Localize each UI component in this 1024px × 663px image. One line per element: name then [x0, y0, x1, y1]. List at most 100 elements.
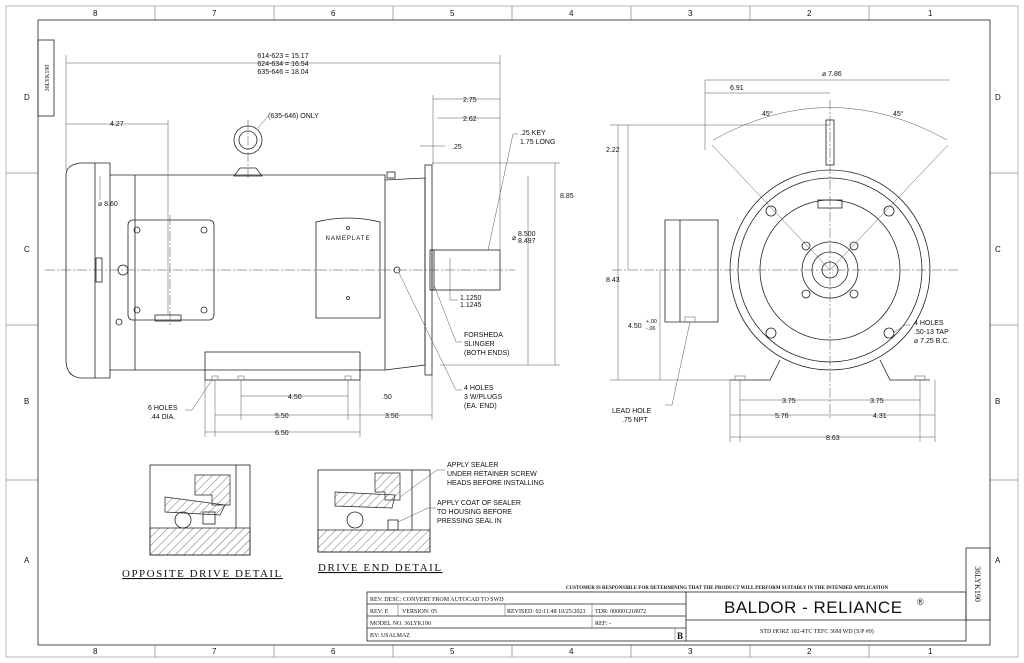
feet-holes-note: 6 HOLES — [148, 405, 178, 412]
version: VERSION: 05 — [402, 609, 437, 615]
pilot-dia: 8.497 — [518, 238, 536, 245]
dim-0-50: .50 — [382, 394, 392, 401]
product-description: STD HORZ 182-4TC TEFC 36M WD (S/P #9) — [760, 628, 874, 635]
slinger-note: SLINGER — [464, 341, 495, 348]
angle-right: 45° — [893, 110, 904, 118]
ref: REF: - — [595, 621, 611, 627]
sealer-note: APPLY SEALER — [447, 462, 499, 469]
zone-col: 2 — [807, 647, 812, 656]
dim-4-50: 4.50 — [288, 394, 302, 401]
sealer-note: HEADS BEFORE INSTALLING — [447, 480, 544, 487]
side-model-label-bottom: 36LYK190 — [973, 566, 982, 602]
key-note: 1.75 LONG — [520, 139, 555, 146]
tap-note: .50-13 TAP — [914, 329, 949, 336]
zone-labels-bottom: 8 7 6 5 4 3 2 1 — [93, 647, 933, 656]
title-block: CUSTOMER IS RESPONSIBLE FOR DETERMINING … — [366, 586, 967, 642]
dim-0-25: .25 — [452, 144, 462, 151]
holes-note: 4 HOLES — [464, 385, 494, 392]
holes-note: (EA. END) — [464, 403, 497, 410]
dim-4-50-end: 4.50 — [628, 323, 642, 330]
zone-col: 3 — [688, 647, 693, 656]
zone-col: 5 — [450, 9, 455, 18]
dim-5-76: 5.76 — [775, 413, 789, 420]
zone-row: A — [24, 556, 30, 565]
overall-length-dim: 624-634 = 16.54 — [257, 61, 308, 68]
dim-5-50: 5.50 — [275, 413, 289, 420]
dim-3-75: 3.75 — [870, 398, 884, 405]
dia-7-86: ⌀ 7.86 — [822, 71, 842, 78]
coat-note: PRESSING SEAL IN — [437, 518, 502, 525]
zone-col: 4 — [569, 9, 574, 18]
registered-mark: ® — [917, 597, 924, 607]
brand-logo-text: BALDOR - RELIANCE — [724, 598, 903, 617]
zone-row: C — [24, 245, 30, 254]
zone-col: 3 — [688, 9, 693, 18]
zone-col: 2 — [807, 9, 812, 18]
holes-note: 3 W/PLUGS — [464, 394, 502, 401]
lead-hole-note: LEAD HOLE — [612, 408, 652, 415]
dim-8-63: 8.63 — [826, 435, 840, 442]
feet-holes-note: .44 DIA. — [150, 414, 175, 421]
drive-end-detail: APPLY SEALER UNDER RETAINER SCREW HEADS … — [317, 462, 544, 574]
zone-col: 7 — [212, 9, 217, 18]
zone-row: B — [995, 397, 1000, 406]
coat-note: TO HOUSING BEFORE — [437, 509, 512, 516]
side-view-dimensions: 614-623 = 15.17 624-634 = 16.54 635-646 … — [65, 53, 574, 437]
rev: REV: E — [370, 609, 389, 615]
zone-col: 4 — [569, 647, 574, 656]
slinger-note: (BOTH ENDS) — [464, 350, 510, 357]
zone-col: 1 — [928, 9, 933, 18]
dim-8-85: 8.85 — [560, 193, 574, 200]
eyebolt-note: (635-646) ONLY — [268, 113, 319, 120]
dim-6-91: 6.91 — [730, 85, 744, 92]
overall-length-dim: 635-646 = 18.04 — [257, 69, 308, 76]
angle-left: 45° — [762, 110, 773, 118]
zone-col: 8 — [93, 647, 98, 656]
opposite-drive-title: OPPOSITE DRIVE DETAIL — [122, 568, 283, 580]
tolerance: -.06 — [646, 326, 655, 332]
dim-3-50: 3.50 — [385, 413, 399, 420]
tolerance: +.00 — [646, 319, 657, 325]
tap-note: ⌀ 7.25 B.C. — [914, 338, 949, 345]
zone-col: 8 — [93, 9, 98, 18]
shaft-dia: 1.1250 — [460, 295, 482, 302]
dim-6-50: 6.50 — [275, 430, 289, 437]
dim-2-62: 2.62 — [463, 116, 477, 123]
side-model-label: 36LYK190 — [45, 65, 51, 92]
dim-4-31: 4.31 — [873, 413, 887, 420]
dia-symbol: ⌀ — [512, 235, 516, 242]
zone-row: C — [995, 245, 1001, 254]
nameplate — [315, 217, 381, 319]
coat-note: APPLY COAT OF SEALER — [437, 500, 521, 507]
dia-8-60: ⌀ 8.60 — [98, 201, 118, 208]
lead-hole-note: .75 NPT — [622, 417, 648, 424]
motor-end-view — [612, 100, 960, 420]
dim-2-22: 2.22 — [606, 147, 620, 154]
tap-note: 4 HOLES — [914, 320, 944, 327]
disclaimer: CUSTOMER IS RESPONSIBLE FOR DETERMINING … — [566, 586, 888, 591]
end-view-dimensions: ⌀ 7.86 6.91 45° 45° 2.22 8.43 4.50 +.00 … — [606, 71, 950, 442]
sealer-note: UNDER RETAINER SCREW — [447, 471, 537, 478]
zone-labels-side: D C B A D C B A — [24, 93, 1001, 565]
zone-row: A — [995, 556, 1001, 565]
drawing-size: B — [677, 631, 683, 641]
nameplate-label: NAMEPLATE — [326, 236, 371, 242]
revised-date: REVISED: 02:11:48 10/25/2023 — [507, 609, 585, 615]
drive-end-title: DRIVE END DETAIL — [318, 562, 443, 574]
zone-col: 6 — [331, 9, 336, 18]
drawing-frame — [5, 5, 1019, 658]
pilot-dia: 8.500 — [518, 231, 536, 238]
zone-col: 5 — [450, 647, 455, 656]
drawn-by: BY: USALMAZ — [370, 633, 410, 639]
overall-length-dim: 614-623 = 15.17 — [257, 53, 308, 60]
motor-side-view: NAMEPLATE — [45, 120, 515, 381]
tdr-number: TDR: 000001218972 — [595, 609, 646, 615]
opposite-drive-detail: OPPOSITE DRIVE DETAIL — [122, 464, 283, 580]
key-note: .25 KEY — [520, 130, 546, 137]
model-number: MODEL NO. 36LYK190 — [370, 621, 431, 627]
shaft-dia: 1.1245 — [460, 302, 482, 309]
zone-row: D — [24, 93, 30, 102]
dim-2-75: 2.75 — [463, 97, 477, 104]
rev-desc: REV. DESC: CONVERT FROM AUTOCAD TO SWD — [370, 597, 504, 603]
